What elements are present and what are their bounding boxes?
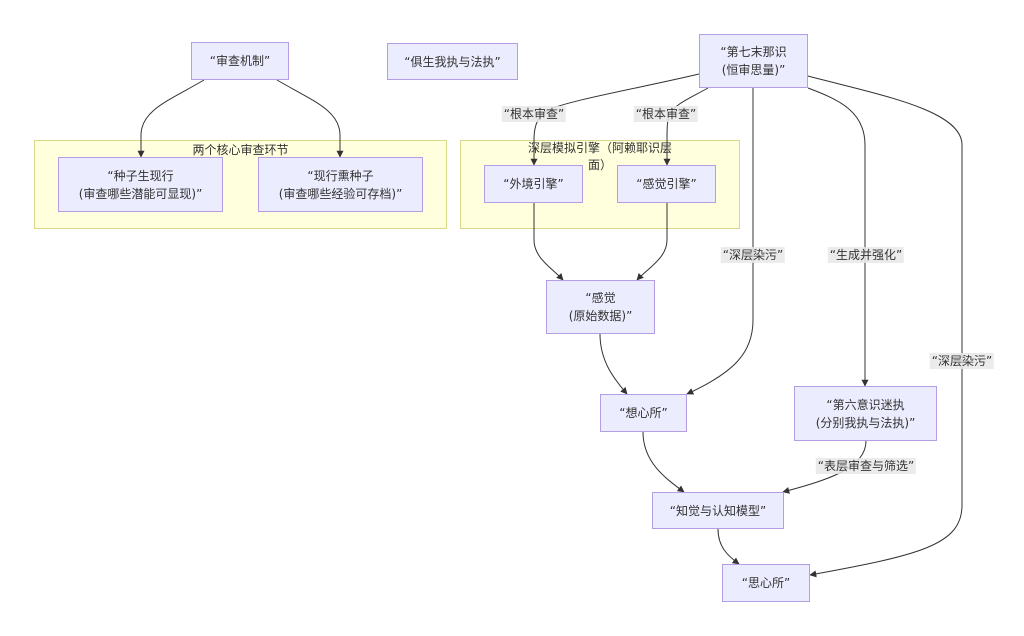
edge-review-mechanism-to-seed-to-manifest [137, 79, 205, 158]
node-manifest-to-seed: “现行熏种子 (审查哪些经验可存档)” [258, 157, 423, 212]
edge-manas-to-sensory-engine [663, 87, 709, 166]
edge-label-deep-defilement-1: “深层染污” [720, 247, 786, 263]
node-sixth-consciousness: “第六意识迷执 (分别我执与法执)” [794, 386, 937, 441]
edge-cognitive-model-to-volition-factor [717, 528, 740, 565]
node-manas: “第七末那识 (恒审思量)” [699, 34, 808, 88]
edge-manas-to-sixth-consciousness [807, 87, 869, 387]
node-cognitive-model: “知觉与认知模型” [652, 492, 784, 529]
edge-perception-factor-to-cognitive-model [642, 431, 685, 493]
node-innate-attachment: “俱生我执与法执” [387, 43, 518, 80]
edge-label-surface-review-and-filter: “表层审查与筛选” [815, 458, 917, 474]
node-volition-factor: “思心所” [722, 564, 810, 602]
edge-review-mechanism-to-manifest-to-seed [276, 79, 344, 158]
edge-sensation-to-perception-factor [599, 333, 628, 395]
edge-manas-to-perception-factor [686, 88, 754, 395]
edge-label-generate-and-strengthen: “生成并强化” [827, 247, 905, 263]
node-sensory-engine: “感觉引擎” [617, 165, 716, 203]
cluster-core-review-title: 两个核心审查环节 [192, 143, 289, 157]
edge-label-fundamental-review-1: “根本审查” [501, 106, 567, 122]
edge-external-engine-to-sensation [533, 203, 564, 281]
node-sensation: “感觉 (原始数据)” [546, 280, 655, 334]
node-review-mechanism: “审查机制” [191, 42, 289, 80]
edge-label-deep-defilement-2: “深层染污” [929, 353, 995, 369]
edge-manas-to-volition-factor [807, 75, 963, 578]
node-perception-factor: “想心所” [600, 394, 687, 432]
edge-label-fundamental-review-2: “根本审查” [633, 106, 699, 122]
edge-sensory-engine-to-sensation [636, 203, 668, 281]
node-seed-to-manifest: “种子生现行 (审查哪些潜能可显现)” [58, 157, 223, 212]
node-external-engine: “外境引擎” [484, 165, 583, 203]
cluster-deep-engine-title: 深层模拟引擎（阿赖耶识层面） [527, 141, 672, 172]
